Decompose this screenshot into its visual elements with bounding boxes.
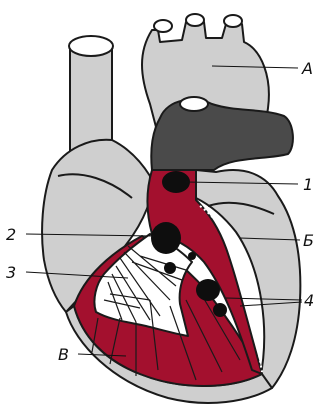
label-B: Б [303,231,314,250]
superior-vena-cava-opening [69,36,113,56]
label-3: 3 [6,263,16,282]
pulmonary-valve-opening [162,171,190,193]
aorta-branch-2 [186,14,204,26]
mitral-opening [196,279,220,301]
pulmonary-opening [180,97,208,111]
label-2: 2 [6,225,16,244]
mitral-opening-small [213,303,227,317]
label-V: В [58,345,69,364]
pulmonary-trunk [151,100,293,170]
septum-dot [188,252,196,260]
label-1: 1 [303,175,313,194]
aorta-branch-3 [224,15,242,27]
septum-opening-large [151,222,181,254]
septum-opening-small [164,262,176,274]
aorta-branch-1 [154,20,172,32]
label-4: 4 [304,291,314,310]
label-A: А [301,59,313,78]
